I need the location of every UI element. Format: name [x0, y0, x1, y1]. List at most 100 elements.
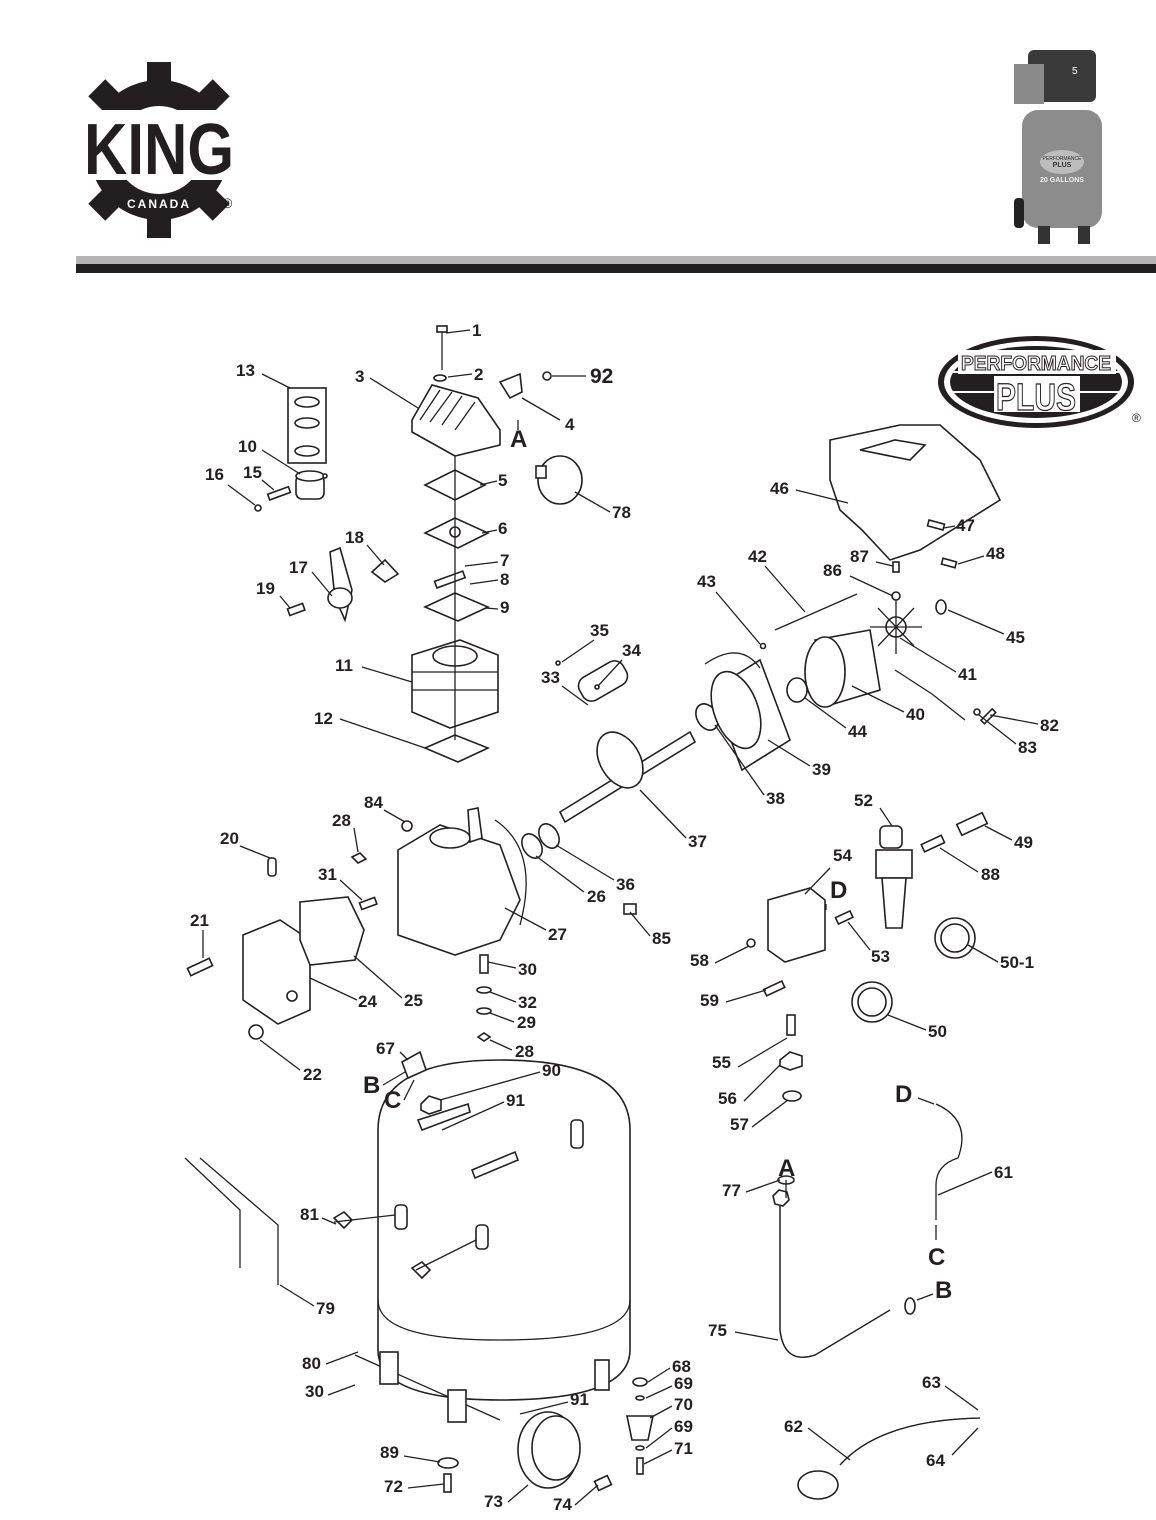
callout-leader-69a — [645, 1385, 673, 1399]
valve-55 — [786, 1014, 796, 1036]
callout-leader-53 — [847, 921, 871, 951]
part-callout-67: 67 — [376, 1039, 395, 1058]
callout-leader-88 — [939, 847, 979, 873]
callout-leader-56 — [743, 1064, 781, 1102]
part-callout-5: 5 — [498, 471, 507, 490]
part-callout-6: 6 — [498, 519, 507, 538]
callout-leader-11 — [361, 666, 413, 683]
connector-leader-d — [917, 1097, 935, 1105]
connector-label-c: C — [384, 1087, 401, 1114]
part-callout-63: 63 — [922, 1373, 941, 1392]
gasket-9 — [423, 592, 490, 622]
part-callout-78: 78 — [612, 503, 631, 522]
part-callout-37: 37 — [688, 832, 707, 851]
callout-leader-62 — [807, 1427, 851, 1461]
callout-leader-37 — [639, 789, 687, 839]
callout-leader-77 — [745, 1179, 781, 1193]
part-callout-10: 10 — [238, 437, 257, 456]
part-callout-40: 40 — [906, 705, 925, 724]
callout-leader-50-1 — [967, 944, 999, 963]
cylinder-head — [411, 384, 501, 457]
part-callout-61: 61 — [994, 1163, 1013, 1182]
part-callout-21: 21 — [190, 911, 209, 930]
callout-leader-67 — [399, 1051, 409, 1061]
callout-leader-74 — [574, 1484, 599, 1506]
part-callout-12: 12 — [314, 709, 333, 728]
callout-leader-72 — [407, 1483, 445, 1489]
badge-bottom: PLUS — [1053, 162, 1072, 169]
callout-leader-32 — [489, 991, 517, 1003]
part-callout-49: 49 — [1014, 833, 1033, 852]
check-valve-90 — [420, 1095, 442, 1115]
callout-leader-86 — [849, 575, 894, 597]
nut-84 — [401, 820, 413, 832]
part-callout-75: 75 — [708, 1321, 727, 1340]
connector-label-a: A — [778, 1155, 795, 1182]
callout-leader-91a — [441, 1101, 505, 1131]
part-callout-1: 1 — [472, 321, 481, 340]
part-callout-71: 71 — [674, 1439, 693, 1458]
part-callout-31: 31 — [318, 865, 337, 884]
callout-leader-10 — [261, 449, 301, 475]
part-callout-73: 73 — [484, 1492, 503, 1511]
part-callout-4: 4 — [565, 415, 575, 434]
callout-leader-79 — [279, 1284, 315, 1307]
callout-leader-7 — [464, 561, 499, 567]
part-callout-30a: 30 — [518, 960, 537, 979]
part-callout-77: 77 — [722, 1181, 741, 1200]
washer — [433, 374, 447, 382]
part-callout-50-1: 50-1 — [1000, 953, 1034, 972]
part-callout-58: 58 — [690, 951, 709, 970]
shroud — [829, 424, 1002, 561]
part-callout-26: 26 — [587, 887, 606, 906]
part-callout-69a: 69 — [674, 1374, 693, 1393]
connector-label-a: A — [510, 426, 527, 453]
cylinder-gasket — [422, 734, 491, 763]
callout-leader-73 — [507, 1484, 529, 1503]
callout-leader-57 — [751, 1099, 789, 1128]
connector-label-d: D — [830, 877, 847, 904]
connector-label-b: B — [363, 1072, 380, 1099]
callout-leader-20 — [239, 845, 271, 859]
part-callout-85: 85 — [652, 929, 671, 948]
foot-89 — [437, 1457, 459, 1469]
part-callout-2: 2 — [474, 365, 483, 384]
pp-line2: PLUS — [996, 377, 1076, 419]
part-callout-64: 64 — [926, 1451, 945, 1470]
callout-leader-59 — [725, 989, 767, 1003]
king-canada-logo: KING CANADA ® — [82, 62, 236, 238]
part-callout-7: 7 — [500, 551, 509, 570]
bolt-71 — [636, 1457, 644, 1475]
callout-leader-84 — [383, 809, 406, 823]
side-cover — [242, 919, 311, 1025]
outlet-hose — [772, 1189, 891, 1358]
o-ring-44 — [786, 677, 808, 703]
callout-leader-41 — [899, 637, 957, 673]
piston — [295, 470, 325, 500]
part-callout-50: 50 — [928, 1022, 947, 1041]
part-callout-92: 92 — [590, 365, 613, 388]
tank-bracket — [416, 1102, 520, 1180]
callout-leader-68 — [647, 1367, 671, 1383]
pp-line1: PERFORMANCE — [961, 353, 1111, 375]
callout-leader-82 — [989, 714, 1039, 725]
connector-leader-c — [403, 1079, 415, 1101]
connector-label-d: D — [895, 1081, 912, 1108]
callout-leader-49 — [984, 825, 1013, 841]
switch-85 — [623, 903, 637, 915]
fan-ring — [935, 599, 947, 615]
part-callout-8: 8 — [500, 570, 509, 589]
callout-leader-15 — [261, 479, 275, 491]
connector-leader-b — [916, 1293, 934, 1301]
part-callout-87: 87 — [850, 547, 869, 566]
rotor-shaft — [558, 730, 697, 824]
part-callout-25: 25 — [404, 991, 423, 1010]
tank-gauge — [535, 455, 583, 505]
product-photo: 5 PERFORMANCE PLUS 20 GALLONS — [1014, 50, 1102, 244]
callout-leader-81 — [321, 1217, 337, 1225]
part-callout-16: 16 — [205, 465, 224, 484]
part-callout-69b: 69 — [674, 1417, 693, 1436]
callout-leader-3 — [369, 377, 419, 409]
part-callout-32: 32 — [518, 993, 537, 1012]
logo-word: KING — [84, 110, 234, 190]
